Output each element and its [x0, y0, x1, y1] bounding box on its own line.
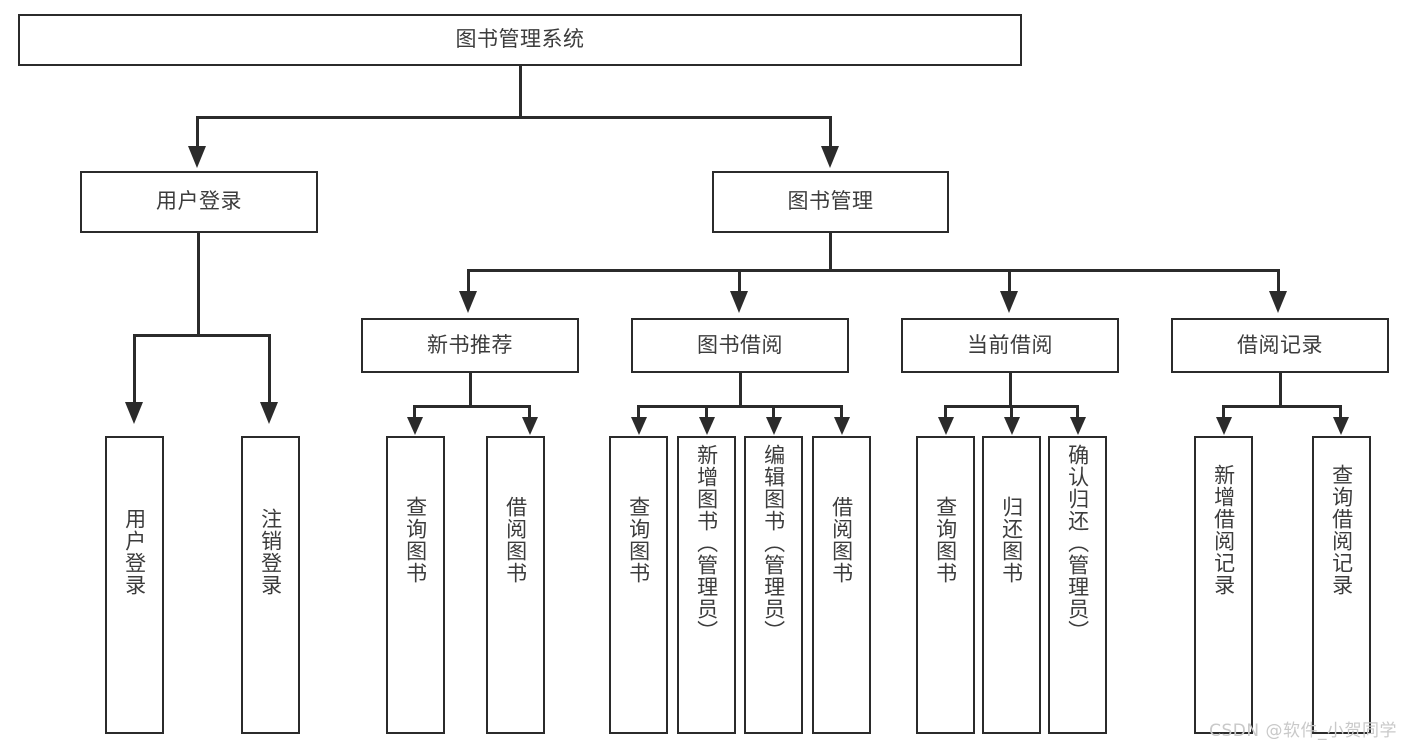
connector-book-borrow-bar [637, 405, 843, 408]
leaf-return-book[interactable]: 归还图书 [982, 436, 1041, 734]
leaf-borrow-book-2[interactable]: 借阅图书 [812, 436, 871, 734]
node-label: 图书管理系统 [455, 27, 585, 52]
node-current-borrow[interactable]: 当前借阅 [901, 318, 1119, 373]
node-label: 注销登录 [258, 508, 283, 596]
node-user-login[interactable]: 用户登录 [80, 171, 318, 233]
connector-current-borrow-drop-2 [1010, 405, 1013, 417]
connector-current-borrow-stem [1009, 373, 1012, 408]
leaf-query-book-2[interactable]: 查询图书 [609, 436, 668, 734]
node-label: 查询图书 [933, 496, 958, 584]
node-label: 查询图书 [626, 496, 651, 584]
connector-borrow-record-drop-2 [1339, 405, 1342, 417]
leaf-logout[interactable]: 注销登录 [241, 436, 300, 734]
arrow-to-leaf-borrow-book-2 [834, 417, 850, 435]
node-label: 借阅图书 [503, 496, 528, 584]
node-label: 借阅记录 [1237, 332, 1323, 357]
arrow-to-leaf-user-login [125, 402, 143, 424]
connector-user-login-drop-1 [133, 334, 136, 402]
node-root-book-management-system[interactable]: 图书管理系统 [18, 14, 1022, 66]
node-label: 查询借阅记录 [1329, 464, 1354, 596]
connector-root-stem [519, 66, 522, 118]
arrow-to-new-book-recommend [459, 291, 477, 313]
arrow-to-book-borrow [730, 291, 748, 313]
node-label: 确认归还（管理员） [1065, 444, 1090, 642]
node-label: 编辑图书（管理员） [761, 444, 786, 642]
node-label: 归还图书 [999, 496, 1024, 584]
leaf-add-book-admin[interactable]: 新增图书（管理员） [677, 436, 736, 734]
connector-new-book-bar [413, 405, 531, 408]
arrow-to-leaf-edit-book [766, 417, 782, 435]
node-label: 新增图书（管理员） [694, 444, 719, 642]
connector-user-login-bar [133, 334, 270, 337]
connector-level2-drop-4 [1277, 269, 1280, 291]
arrow-to-leaf-logout [260, 402, 278, 424]
leaf-query-book-1[interactable]: 查询图书 [386, 436, 445, 734]
arrow-to-leaf-query-book-1 [407, 417, 423, 435]
connector-current-borrow-drop-3 [1076, 405, 1079, 417]
node-label: 查询图书 [403, 496, 428, 584]
arrow-to-leaf-add-record [1216, 417, 1232, 435]
arrow-to-leaf-borrow-book-1 [522, 417, 538, 435]
connector-user-login-drop-2 [268, 334, 271, 402]
node-label: 图书借阅 [697, 332, 783, 357]
connector-level2-drop-2 [738, 269, 741, 291]
connector-book-borrow-stem [739, 373, 742, 408]
arrow-to-leaf-query-record [1333, 417, 1349, 435]
connector-level2-drop-3 [1008, 269, 1011, 291]
leaf-user-login[interactable]: 用户登录 [105, 436, 164, 734]
arrow-to-leaf-query-book-2 [631, 417, 647, 435]
connector-book-borrow-drop-1 [637, 405, 640, 417]
leaf-borrow-book-1[interactable]: 借阅图书 [486, 436, 545, 734]
connector-level1-drop-left [196, 116, 199, 146]
connector-level2-bar [467, 269, 1280, 272]
arrow-to-leaf-return-book [1004, 417, 1020, 435]
arrow-to-leaf-confirm-return [1070, 417, 1086, 435]
leaf-edit-book-admin[interactable]: 编辑图书（管理员） [744, 436, 803, 734]
connector-user-login-stem [197, 233, 200, 336]
leaf-query-borrow-record[interactable]: 查询借阅记录 [1312, 436, 1371, 734]
arrow-to-leaf-add-book [699, 417, 715, 435]
node-label: 用户登录 [122, 508, 147, 596]
leaf-add-borrow-record[interactable]: 新增借阅记录 [1194, 436, 1253, 734]
connector-new-book-drop-1 [413, 405, 416, 417]
arrow-to-user-login [188, 146, 206, 168]
node-label: 图书管理 [787, 189, 874, 214]
arrow-to-book-management [821, 146, 839, 168]
connector-level1-bar [196, 116, 832, 119]
node-borrow-record[interactable]: 借阅记录 [1171, 318, 1389, 373]
connector-new-book-stem [469, 373, 472, 408]
connector-level1-drop-right [829, 116, 832, 146]
node-new-book-recommend[interactable]: 新书推荐 [361, 318, 579, 373]
node-book-management[interactable]: 图书管理 [712, 171, 949, 233]
node-label: 用户登录 [156, 189, 242, 214]
leaf-confirm-return-admin[interactable]: 确认归还（管理员） [1048, 436, 1107, 734]
arrow-to-borrow-record [1269, 291, 1287, 313]
connector-book-management-stem [829, 233, 832, 272]
connector-book-borrow-drop-3 [772, 405, 775, 417]
node-label: 新增借阅记录 [1211, 464, 1236, 596]
connector-new-book-drop-2 [528, 405, 531, 417]
node-label: 当前借阅 [967, 332, 1053, 357]
arrow-to-leaf-query-book-3 [938, 417, 954, 435]
connector-level2-drop-1 [467, 269, 470, 291]
connector-borrow-record-stem [1279, 373, 1282, 408]
node-label: 借阅图书 [829, 496, 854, 584]
arrow-to-current-borrow [1000, 291, 1018, 313]
node-label: 新书推荐 [427, 332, 513, 357]
connector-book-borrow-drop-2 [705, 405, 708, 417]
connector-borrow-record-bar [1222, 405, 1342, 408]
connector-borrow-record-drop-1 [1222, 405, 1225, 417]
leaf-query-book-3[interactable]: 查询图书 [916, 436, 975, 734]
connector-current-borrow-drop-1 [944, 405, 947, 417]
node-book-borrow[interactable]: 图书借阅 [631, 318, 849, 373]
connector-book-borrow-drop-4 [840, 405, 843, 417]
